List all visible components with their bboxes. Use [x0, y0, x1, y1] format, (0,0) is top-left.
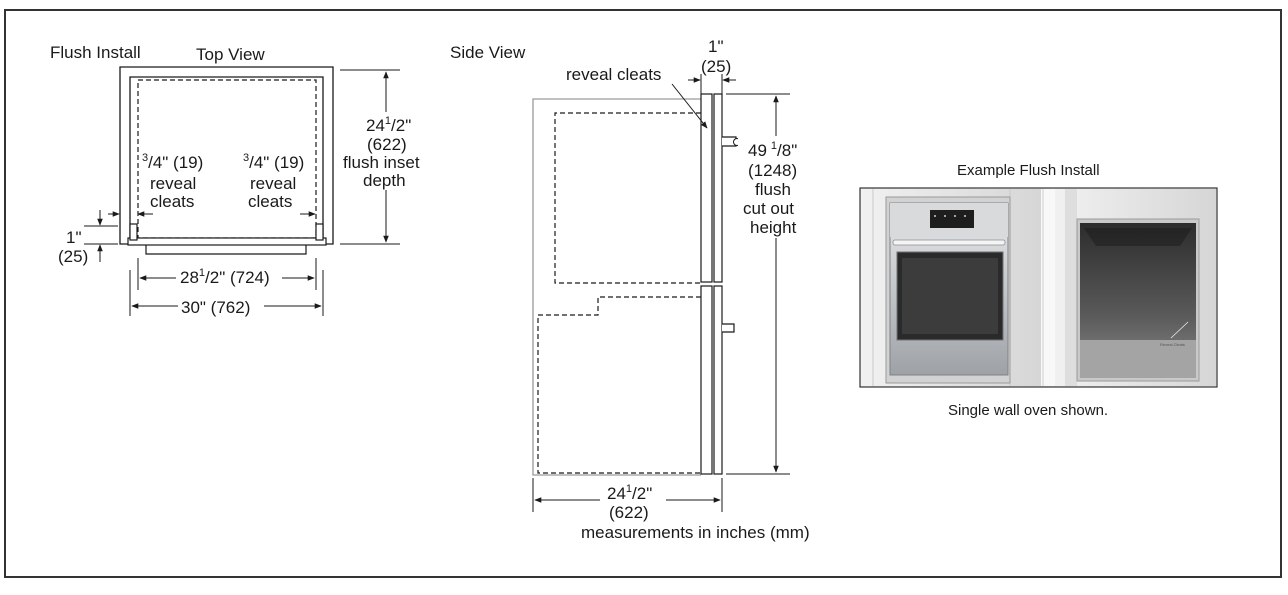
lower-handle: [722, 323, 735, 333]
side-dim-in: 1": [66, 228, 82, 247]
upper-door-panel: [713, 93, 723, 283]
reveal-cleat-left: [129, 223, 138, 241]
top-view: Flush Install Top View 241/2" (622) flus…: [50, 43, 434, 317]
reveal-cleats-label: reveal cleats: [566, 65, 661, 84]
cleat-left-dim: 3/4" (19): [142, 152, 203, 172]
depth-label-2: depth: [363, 171, 406, 190]
depth-mm: (622): [367, 135, 407, 154]
measurements-note: measurements in inches (mm): [581, 523, 810, 542]
reveal-cleat-right: [315, 223, 324, 241]
diagram-border: [4, 9, 1282, 578]
lower-door-front: [700, 285, 713, 475]
height-label-2: cut out: [743, 199, 794, 218]
example-photo-label: Reveal Cleats: [1160, 342, 1185, 347]
height-label-1: flush: [755, 180, 791, 199]
example-caption: Single wall oven shown.: [948, 402, 1108, 419]
upper-door-front: [700, 93, 713, 283]
side-dim-mm: (25): [58, 247, 88, 266]
section-title: Flush Install: [50, 43, 141, 62]
example-oven-handle: [892, 239, 1006, 246]
top-dim-in: 1": [708, 37, 724, 56]
cleat-right-dim: 3/4" (19): [243, 152, 304, 172]
outer-width-dim: 30" (762): [181, 298, 250, 317]
cleat-right-label-1: reveal: [250, 174, 296, 193]
cleat-left-label-2: cleats: [150, 192, 194, 211]
depth-fraction: 241/2": [366, 115, 411, 135]
example-oven-display: [930, 210, 974, 228]
cleat-right-label-2: cleats: [248, 192, 292, 211]
example-photo-panel: Example Flush Install Reveal Cleats Sing…: [859, 162, 1218, 419]
depth-label-1: flush inset: [343, 153, 420, 172]
height-mm: (1248): [748, 161, 797, 180]
side-depth-fraction: 241/2": [607, 483, 652, 503]
example-title: Example Flush Install: [957, 162, 1100, 179]
side-depth-mm: (622): [609, 503, 649, 522]
oven-front-trim: [127, 237, 327, 246]
lower-door-panel: [713, 285, 723, 475]
height-label-3: height: [750, 218, 797, 237]
top-dim-mm: (25): [701, 57, 731, 76]
side-view-title: Side View: [450, 43, 526, 62]
oven-handle: [145, 245, 307, 255]
side-cabinet-outline: [532, 98, 701, 476]
top-view-title: Top View: [196, 45, 265, 64]
lower-oven-outline: [537, 296, 701, 474]
inner-width-dim: 281/2" (724): [180, 267, 270, 287]
upper-oven-outline: [554, 112, 701, 284]
cleat-left-label-1: reveal: [150, 174, 196, 193]
